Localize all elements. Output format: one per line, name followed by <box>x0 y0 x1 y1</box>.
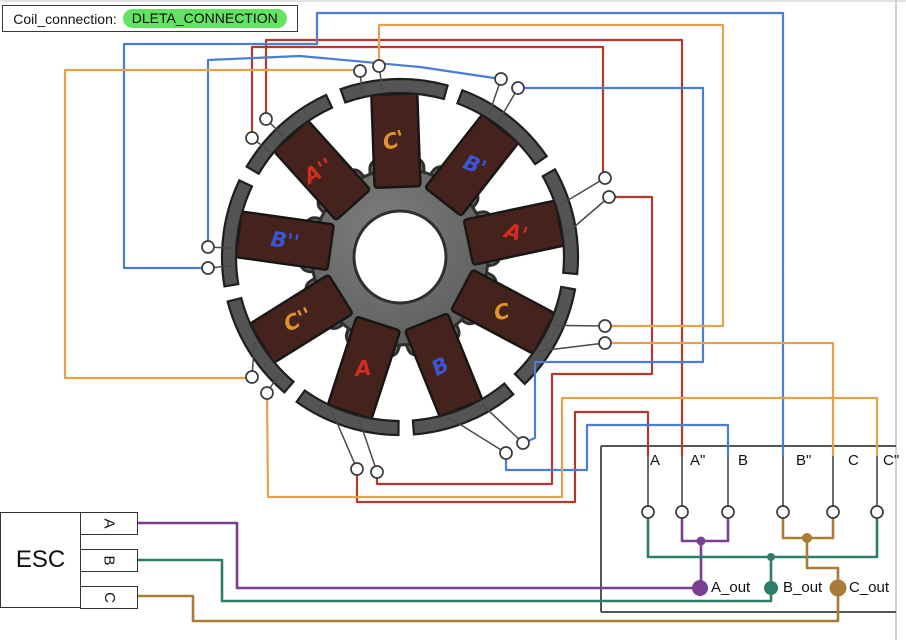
wire-orange-c1-to-c2 <box>63 68 362 380</box>
coil-a-prime <box>463 167 580 276</box>
pole-shoe-c-prime <box>339 77 449 104</box>
c_out-dot[interactable] <box>829 579 847 597</box>
lead-line <box>559 177 606 206</box>
terminal-circle[interactable] <box>245 370 259 384</box>
terminal-circle[interactable] <box>370 465 384 479</box>
esc-terminal-b[interactable]: B <box>80 549 138 572</box>
c_out-label: C_out <box>849 579 890 596</box>
pole-shoe-c <box>513 285 577 386</box>
lead-line <box>565 196 610 235</box>
esc-terminal-b-label: B <box>100 555 118 566</box>
esc-terminal-c[interactable]: C <box>80 586 138 609</box>
connection-type-badge[interactable]: DLETA_CONNECTION <box>122 9 287 28</box>
terminal-circle[interactable] <box>350 462 364 476</box>
pole-shoe-b <box>411 381 515 436</box>
coil-c <box>450 269 577 386</box>
wire-blue-b2-to-strip <box>122 11 785 457</box>
wire-red-a2-to-strip <box>264 38 684 457</box>
terminal-circle[interactable] <box>201 261 215 275</box>
wire-delta-c-drop <box>805 536 840 590</box>
lead-line <box>553 324 606 327</box>
wire-red-a1-to-a <box>375 195 654 486</box>
terminal-circle[interactable] <box>516 436 530 450</box>
coil-connection-label: Coil_connection: <box>13 10 117 27</box>
coil-c-prime <box>339 77 449 189</box>
esc-label: ESC <box>15 546 66 573</box>
strip-terminal-circle-5[interactable] <box>870 505 884 519</box>
a_out-dot[interactable] <box>692 580 708 596</box>
terminal-circle[interactable] <box>245 131 259 145</box>
coil-label-a: A <box>352 356 372 382</box>
strip-label-0: A <box>650 452 661 469</box>
pole-shoe-a-prime <box>541 167 580 276</box>
wire-red-a2-to-a1 <box>250 45 605 180</box>
terminal-circle[interactable] <box>511 81 525 95</box>
wire-orange-c-to-strip <box>603 341 835 457</box>
pole-shoe-a-dblprime <box>245 93 334 176</box>
terminal-circle[interactable] <box>602 190 616 204</box>
b_out-dot[interactable] <box>764 581 778 595</box>
esc-terminal-c-label: C <box>100 592 118 603</box>
strip-label-2: B <box>738 452 749 469</box>
strip-label-5: C" <box>883 452 900 469</box>
a_out-label: A_out <box>711 579 751 596</box>
wire-orange-c2-to-strip <box>265 391 879 499</box>
strip-terminal-circle-1[interactable] <box>675 505 689 519</box>
strip-label-4: C <box>848 452 859 469</box>
stator-hole <box>352 209 448 305</box>
wire-blue-b1-to-b <box>516 86 705 445</box>
junction-dot-brown <box>802 533 812 543</box>
coil-a-dblprime <box>245 93 371 221</box>
esc-terminal-a-label: A <box>100 518 118 529</box>
lead-line <box>330 410 358 470</box>
lead-line <box>480 403 524 444</box>
terminal-circle[interactable] <box>259 112 273 126</box>
strip-label-1: A" <box>690 452 706 469</box>
wire-blue-b-to-strip <box>504 423 730 472</box>
junction-dot-teal <box>767 553 775 561</box>
esc-box: ESC <box>0 512 81 608</box>
strip-terminal-circle-3[interactable] <box>776 505 790 519</box>
terminal-circle[interactable] <box>372 59 386 73</box>
pole-shoe-b-prime <box>456 88 549 166</box>
coil-connection-title-box: Coil_connection: DLETA_CONNECTION <box>2 5 298 32</box>
terminal-circle[interactable] <box>598 171 612 185</box>
esc-terminal-a[interactable]: A <box>80 512 138 535</box>
terminal-circle[interactable] <box>201 240 215 254</box>
wire-delta-b-bus <box>646 510 879 559</box>
wire-esc-b <box>135 558 773 603</box>
coil-label-b-dblprime: B'' <box>269 227 301 255</box>
terminal-circle[interactable] <box>260 386 274 400</box>
terminal-circle[interactable] <box>598 319 612 333</box>
wire-blue-b2-to-b1 <box>206 54 503 249</box>
strip-terminal-circle-4[interactable] <box>826 505 840 519</box>
pole-shoe-c-dblprime <box>226 296 296 394</box>
strip-terminal-circle-0[interactable] <box>641 505 655 519</box>
wire-esc-a <box>135 521 702 590</box>
wire-orange-c1-to-c <box>377 23 725 328</box>
coil-b <box>404 312 515 436</box>
terminal-circle[interactable] <box>598 336 612 350</box>
wire-delta-a-bridge <box>680 510 730 543</box>
junction-dot-purple <box>696 536 706 546</box>
coil-b-prime <box>424 88 549 216</box>
b_out-label: B_out <box>783 579 823 596</box>
strip-terminal-circle-2[interactable] <box>721 505 735 519</box>
lead-line <box>358 419 378 473</box>
coil-label-c: C <box>492 299 513 326</box>
pole-shoe-b-dblprime <box>220 178 254 288</box>
terminal-circle[interactable] <box>494 72 508 86</box>
terminal-circle[interactable] <box>353 64 367 78</box>
wire-esc-c <box>135 586 840 623</box>
coil-a <box>295 316 401 437</box>
coil-c-dblprime <box>226 274 353 394</box>
strip-label-3: B" <box>796 452 812 469</box>
lead-line <box>448 417 507 454</box>
coil-b-dblprime <box>220 178 335 288</box>
terminal-circle[interactable] <box>499 446 513 460</box>
lead-line <box>539 342 606 352</box>
